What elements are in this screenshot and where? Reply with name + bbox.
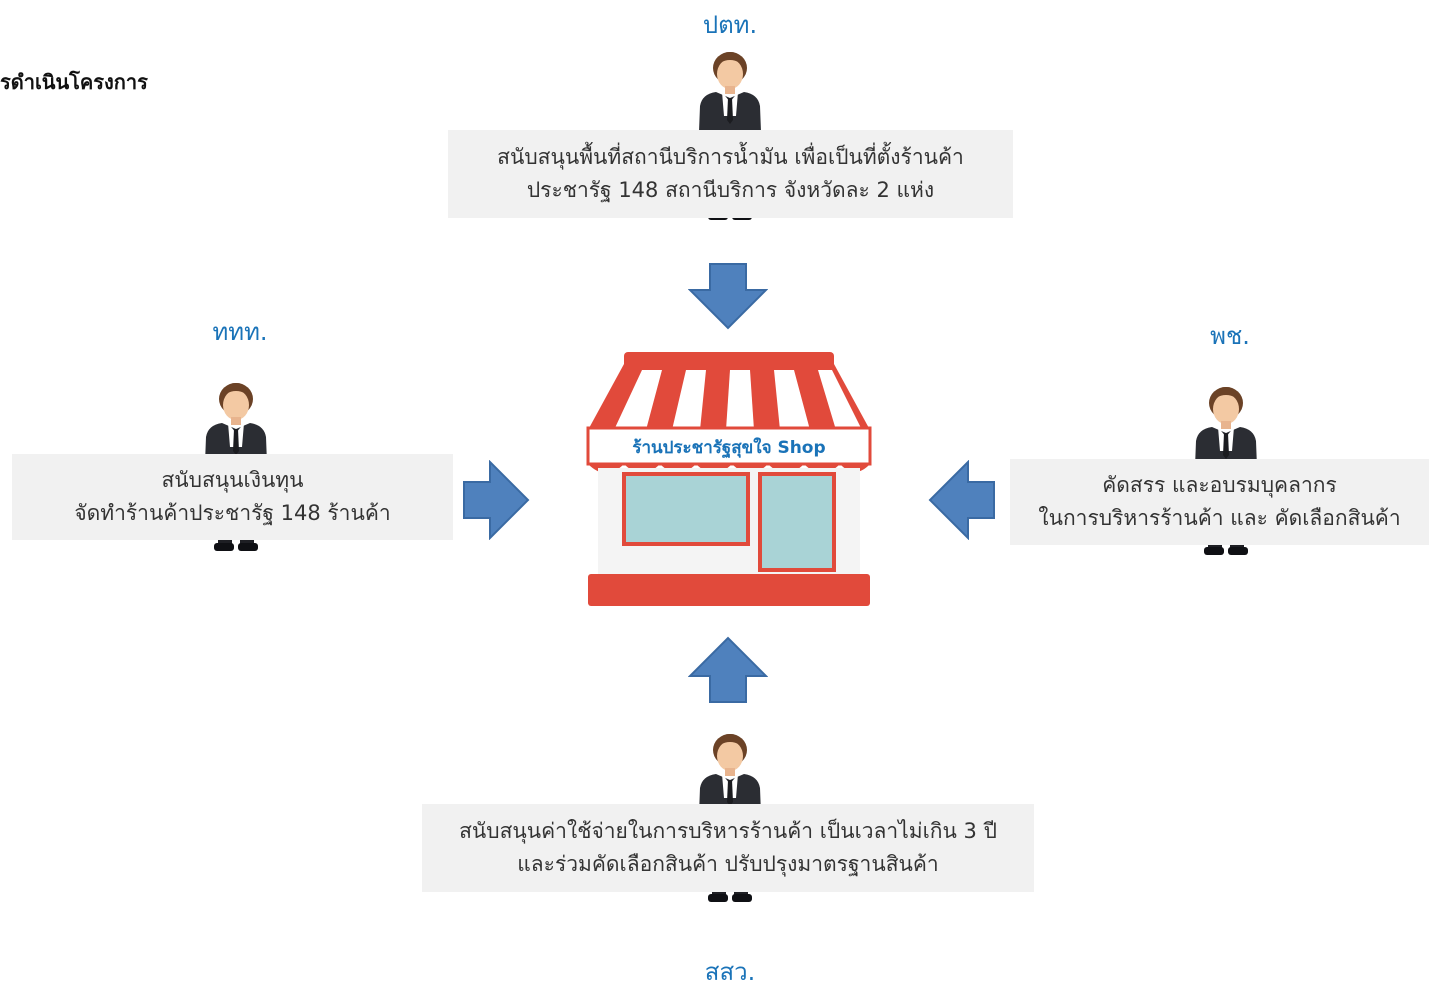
arrow-down-icon [688, 263, 768, 330]
description-box-left: สนับสนุนเงินทุน จัดทำร้านค้าประชารัฐ 148… [12, 454, 453, 540]
shop-sign-label: ร้านประชารัฐสุขใจ Shop [632, 438, 826, 458]
description-line: สนับสนุนค่าใช้จ่ายในการบริหารร้านค้า เป็… [459, 819, 997, 843]
description-line: จัดทำร้านค้าประชารัฐ 148 ร้านค้า [74, 501, 391, 525]
agency-label-left: ททท. [212, 318, 268, 346]
description-line: คัดสรร และอบรมบุคลากร [1102, 473, 1337, 497]
description-line: สนับสนุนเงินทุน [161, 468, 304, 492]
agency-label-top: ปตท. [702, 11, 758, 39]
description-line: และร่วมคัดเลือกสินค้า ปรับปรุงมาตรฐานสิน… [517, 852, 939, 876]
shop-icon [586, 352, 872, 606]
agency-label-bottom: สสว. [704, 958, 756, 986]
arrow-left-icon [928, 460, 995, 540]
description-box-top: สนับสนุนพื้นที่สถานีบริการน้ำมัน เพื่อเป… [448, 130, 1013, 218]
description-line: ประชารัฐ 148 สถานีบริการ จังหวัดละ 2 แห่… [526, 178, 935, 202]
arrow-right-icon [463, 460, 530, 540]
description-line: สนับสนุนพื้นที่สถานีบริการน้ำมัน เพื่อเป… [497, 145, 964, 169]
agency-label-right: พช. [1210, 322, 1250, 350]
page-heading: รดำเนินโครงการ [0, 70, 148, 94]
arrow-up-icon [688, 636, 768, 703]
description-box-bottom: สนับสนุนค่าใช้จ่ายในการบริหารร้านค้า เป็… [422, 804, 1034, 892]
description-box-right: คัดสรร และอบรมบุคลากร ในการบริหารร้านค้า… [1010, 459, 1429, 545]
description-line: ในการบริหารร้านค้า และ คัดเลือกสินค้า [1038, 506, 1401, 530]
